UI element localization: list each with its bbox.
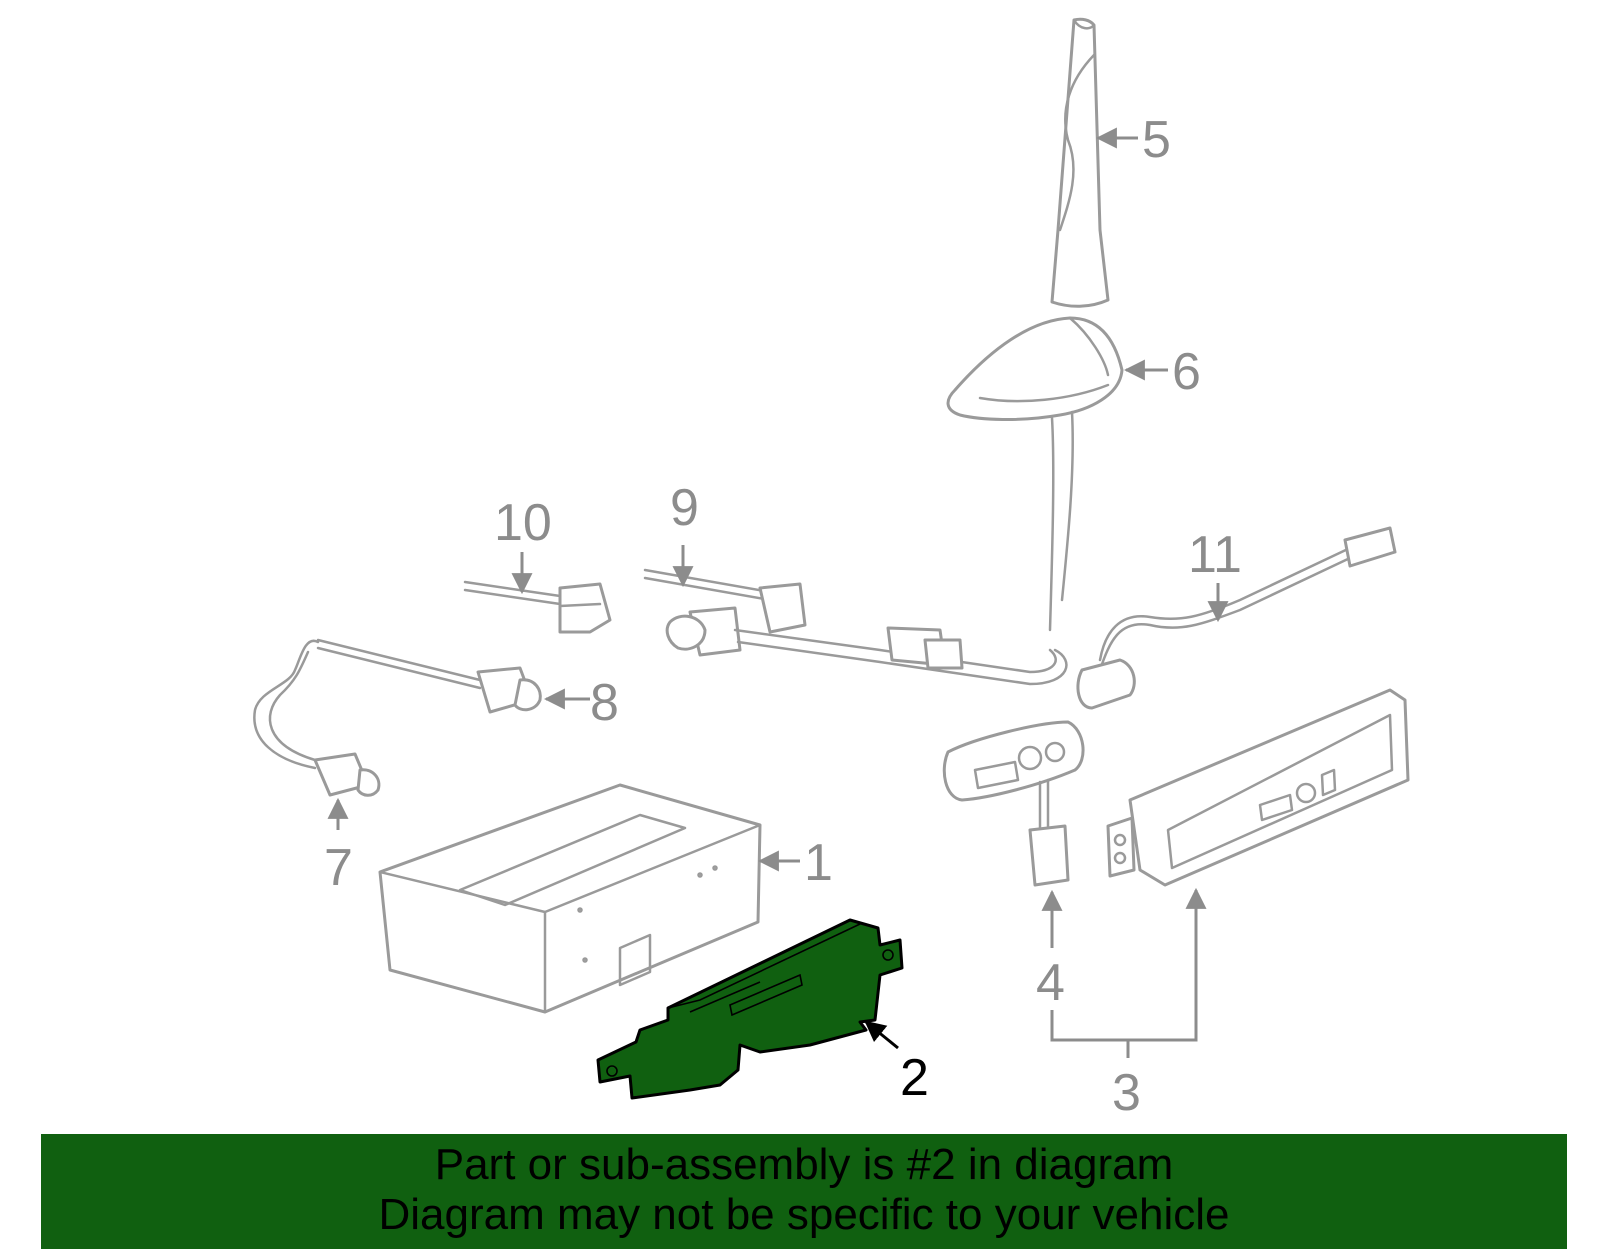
part-3-control-panel[interactable] xyxy=(1106,688,1410,887)
banner-line-disclaimer: Diagram may not be specific to your vehi… xyxy=(378,1190,1230,1239)
callout-6[interactable]: 6 xyxy=(1172,343,1201,401)
parts-diagram: 5 6 9 10 11 8 7 1 4 3 2 xyxy=(253,17,1410,1122)
callout-8[interactable]: 8 xyxy=(590,674,619,732)
callout-1[interactable]: 1 xyxy=(804,834,833,892)
callout-11[interactable]: 11 xyxy=(1188,526,1242,584)
callout-7[interactable]: 7 xyxy=(324,839,353,897)
part-6-antenna-base[interactable] xyxy=(946,316,1124,632)
callout-9[interactable]: 9 xyxy=(670,479,699,537)
info-banner: Part or sub-assembly is #2 in diagram Di… xyxy=(41,1134,1567,1249)
callout-3[interactable]: 3 xyxy=(1112,1064,1141,1122)
part-8-cable[interactable] xyxy=(253,638,542,770)
callout-10[interactable]: 10 xyxy=(494,494,552,552)
part-7-connector[interactable] xyxy=(313,752,381,797)
callout-2[interactable]: 2 xyxy=(900,1049,929,1107)
callout-5[interactable]: 5 xyxy=(1142,111,1171,169)
banner-line-part-reference: Part or sub-assembly is #2 in diagram xyxy=(434,1140,1174,1189)
part-1-receiver[interactable] xyxy=(378,783,762,1014)
part-9-harness[interactable] xyxy=(643,568,1068,686)
part-10-connector[interactable] xyxy=(463,580,612,634)
leader-lines xyxy=(327,127,1229,1058)
part-5-antenna-mast[interactable] xyxy=(1050,17,1110,308)
part-2-module[interactable] xyxy=(596,918,904,1100)
part-4-switch[interactable] xyxy=(942,720,1085,887)
callout-4[interactable]: 4 xyxy=(1036,954,1065,1012)
